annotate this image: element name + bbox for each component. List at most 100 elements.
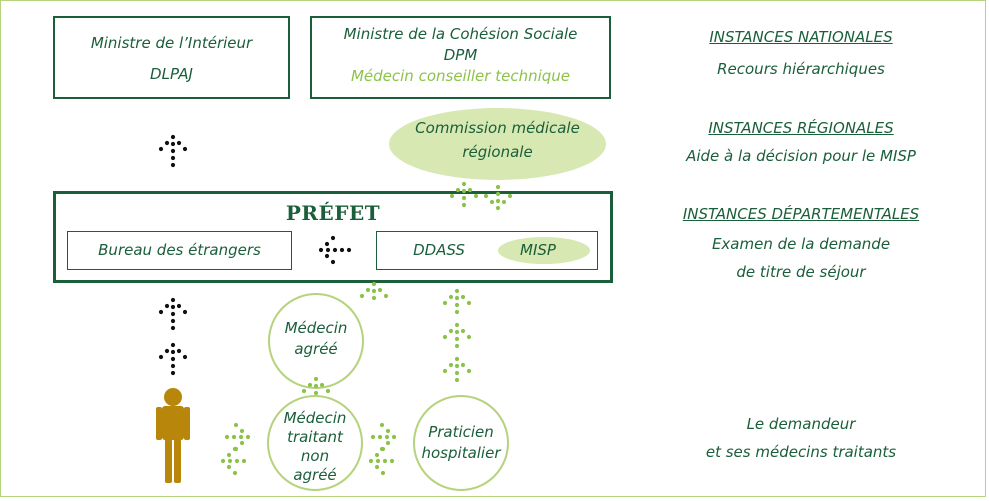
arrow-dot (466, 334, 472, 340)
bureau-etrangers-label: Bureau des étrangers (98, 241, 261, 259)
ministre-interieur-title: Ministre de l’Intérieur (90, 34, 253, 52)
arrow-dot (226, 464, 232, 470)
arrow-dot (368, 458, 374, 464)
arrow-dot (385, 440, 391, 446)
arrow-dot (170, 342, 176, 348)
arrow-dot (461, 181, 467, 187)
medecin-traitant-circle: Médecin traitant non agréé (267, 395, 363, 491)
arrow-dot (380, 446, 386, 452)
arrow-dot (374, 464, 380, 470)
arrow-dot (442, 368, 448, 374)
arrow-dot (377, 434, 383, 440)
arrow-dot (460, 294, 466, 300)
arrow-dot (379, 446, 385, 452)
medecin-agree-line2: agréé (294, 340, 338, 358)
praticien-line2: hospitalier (421, 444, 501, 462)
instances-departementales-desc2: de titre de séjour (736, 263, 866, 281)
arrow-dot (454, 363, 460, 369)
arrow-dot (170, 349, 176, 355)
commission-ellipse (389, 108, 606, 180)
arrow-dot (241, 458, 247, 464)
instances-departementales-desc1: Examen de la demande (711, 235, 891, 253)
prefet-box (53, 191, 613, 283)
arrow-dot (391, 434, 397, 440)
commission-line1: Commission médicale (415, 119, 580, 137)
arrow-dot (454, 336, 460, 342)
arrow-dot (170, 162, 176, 168)
arrow-dot (232, 446, 238, 452)
ddass-box (376, 231, 598, 270)
arrow-dot (170, 318, 176, 324)
arrow-dot (239, 428, 245, 434)
arrow-dot (454, 302, 460, 308)
arrow-dot (170, 141, 176, 147)
arrow-dot (383, 293, 389, 299)
instances-regionales-desc: Aide à la décision pour le MISP (686, 147, 916, 165)
arrow-dot (442, 300, 448, 306)
arrow-dot (231, 434, 237, 440)
arrow-dot (182, 309, 188, 315)
arrow-dot (164, 140, 170, 146)
arrow-dot (158, 309, 164, 315)
arrow-dot (227, 458, 233, 464)
arrow-dot (158, 354, 164, 360)
misp-ellipse (498, 237, 590, 264)
instances-regionales-heading: INSTANCES RÉGIONALES (708, 119, 894, 137)
arrow-dot (239, 440, 245, 446)
arrow-dot (245, 434, 251, 440)
arrow-dot (158, 146, 164, 152)
arrow-dot (466, 300, 472, 306)
arrow-dot (365, 287, 371, 293)
ministre-cohesion-dpm: DPM (443, 46, 478, 64)
arrow-dot (454, 329, 460, 335)
arrow-dot (377, 287, 383, 293)
arrow-dot (170, 356, 176, 362)
ministre-cohesion-title: Ministre de la Cohésion Sociale (343, 25, 578, 43)
arrow-dot (448, 294, 454, 300)
arrow-dot (454, 322, 460, 328)
arrow-dot (359, 293, 365, 299)
arrow-dot (226, 452, 232, 458)
praticien-line1: Praticien (428, 423, 494, 441)
arrow-dot (182, 146, 188, 152)
prefet-title: PRÉFET (285, 201, 381, 225)
arrow-dot (384, 434, 390, 440)
commission-line2: régionale (462, 143, 533, 161)
arrow-dot (233, 422, 239, 428)
arrow-dot (454, 370, 460, 376)
arrow-dot (454, 377, 460, 383)
arrow-dot (170, 155, 176, 161)
arrow-dot (379, 422, 385, 428)
arrow-dot (170, 148, 176, 154)
arrow-dot (495, 184, 501, 190)
person-icon (156, 388, 190, 483)
arrow-dot (448, 328, 454, 334)
arrow-dot (170, 325, 176, 331)
arrow-dot (448, 362, 454, 368)
bureau-etrangers-box (67, 231, 292, 270)
arrow-dot (220, 458, 226, 464)
arrow-dot (176, 348, 182, 354)
demandeur-line2: et ses médecins traitants (705, 443, 897, 461)
medecin-agree-line1: Médecin (284, 319, 348, 337)
arrow-dot (176, 140, 182, 146)
arrow-dot (170, 134, 176, 140)
arrow-dot (374, 452, 380, 458)
arrow-dot (170, 370, 176, 376)
arrow-dot (454, 356, 460, 362)
medecin-traitant-line2: traitant (287, 428, 343, 446)
arrow-dot (232, 470, 238, 476)
arrow-dot (182, 354, 188, 360)
arrow-dot (454, 288, 460, 294)
ministre-interieur-sub: DLPAJ (150, 65, 193, 83)
ministre-cohesion-box (310, 16, 611, 99)
arrow-dot (454, 295, 460, 301)
arrow-dot (371, 295, 377, 301)
arrow-dot (460, 362, 466, 368)
arrow-dot (442, 334, 448, 340)
arrow-dot (170, 297, 176, 303)
arrow-dot (380, 470, 386, 476)
arrow-dot (385, 428, 391, 434)
medecin-traitant-line3: non (300, 447, 330, 465)
instances-departementales-heading: INSTANCES DÉPARTEMENTALES (682, 205, 920, 223)
